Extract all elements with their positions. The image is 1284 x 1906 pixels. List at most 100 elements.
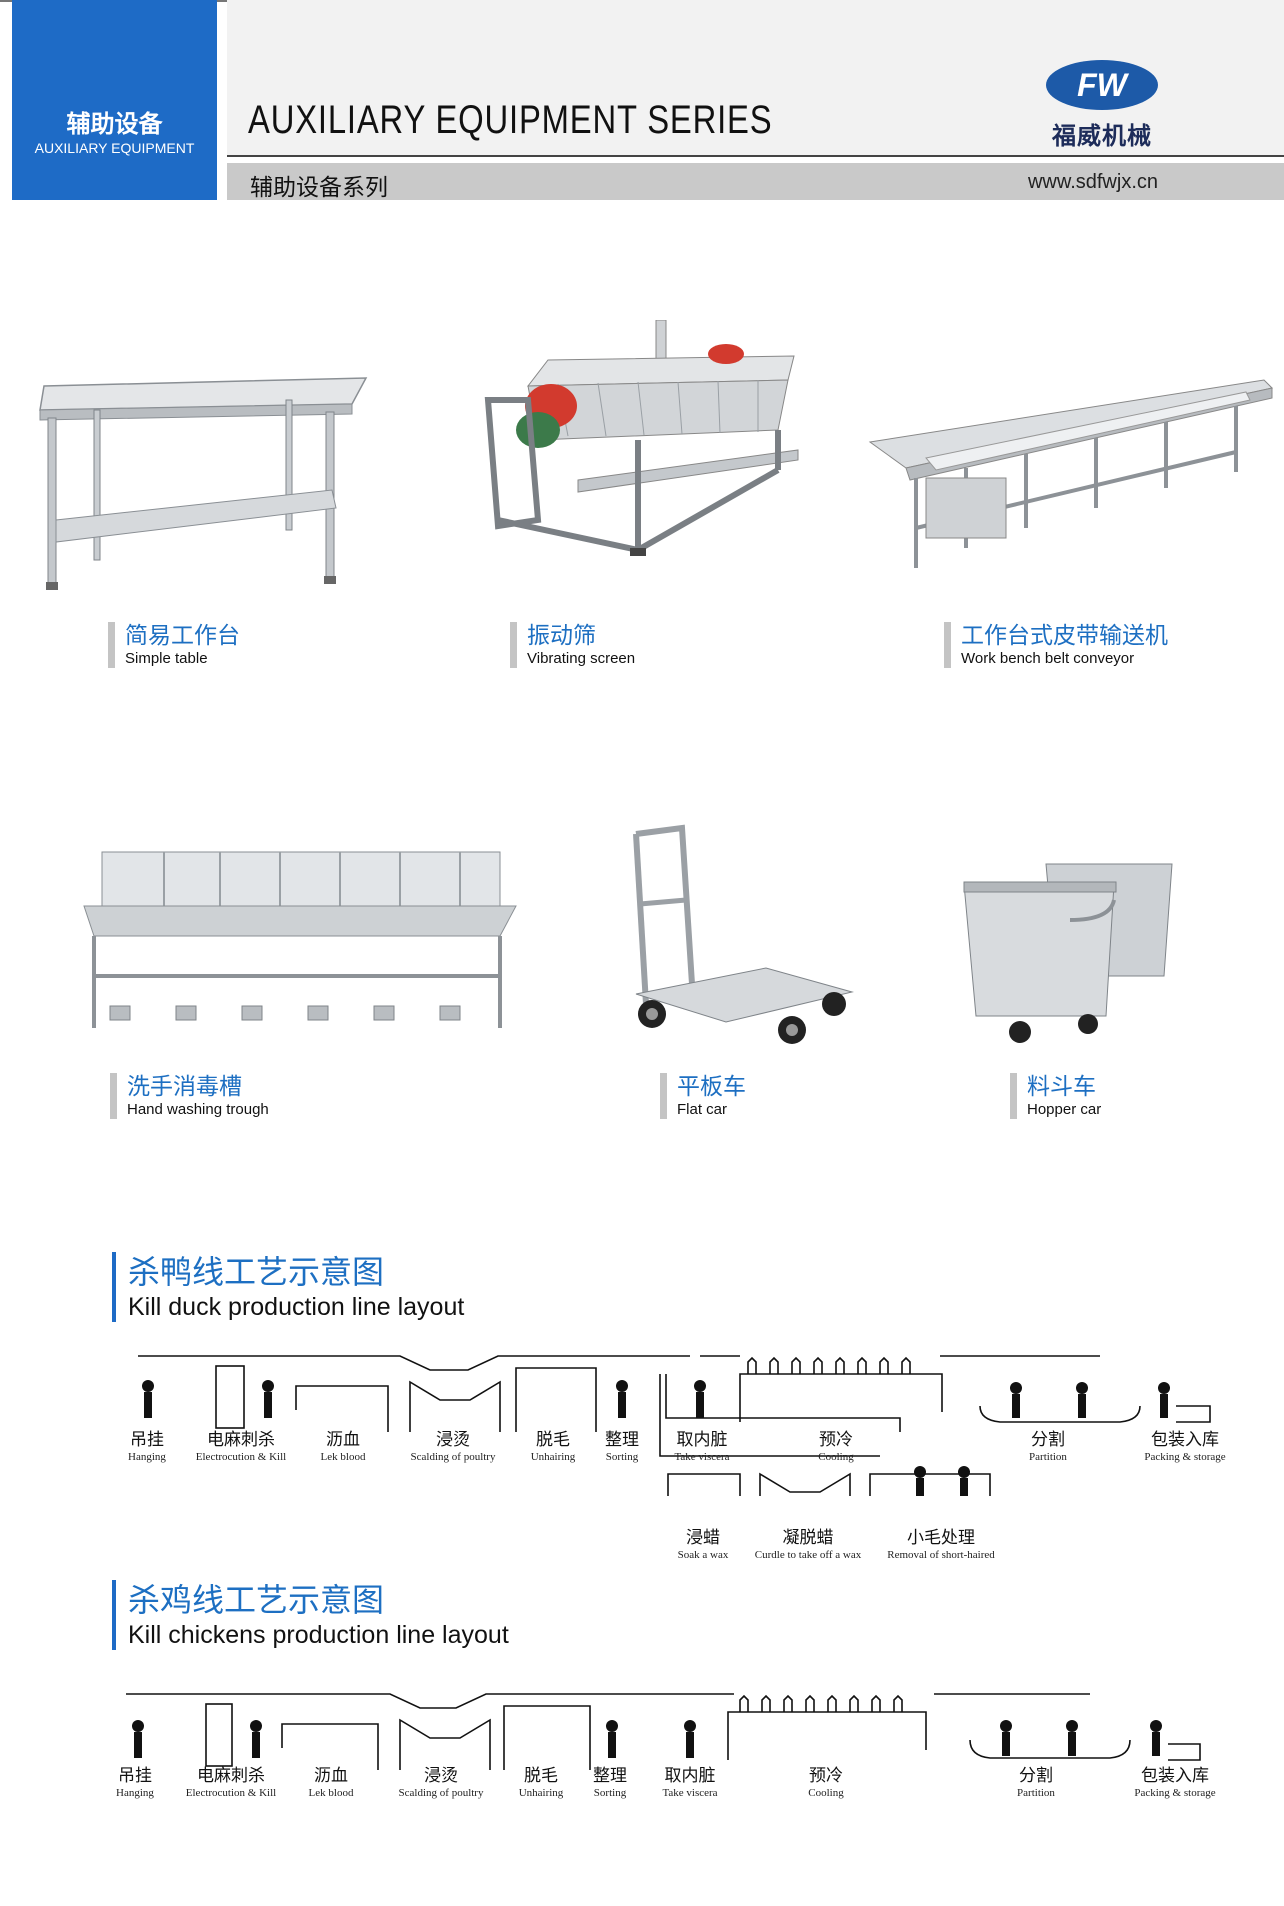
section-title-en: Kill duck production line layout — [128, 1293, 465, 1321]
belt-conveyor-image — [866, 378, 1276, 578]
caption-en: Flat car — [677, 1101, 728, 1118]
duck-step-curdle-wax: 凝脱蜡 Curdle to take off a wax — [748, 1528, 868, 1562]
header-subbar — [227, 163, 1284, 200]
flat-car-image — [616, 824, 856, 1056]
step-en: Soak a wax — [677, 1549, 729, 1561]
step-cn: 脱毛 — [524, 1766, 558, 1786]
step-en: Electrocution & Kill — [185, 1787, 277, 1799]
step-cn: 吊挂 — [118, 1766, 152, 1786]
step-en: Cooling — [808, 1787, 844, 1799]
step-en: Removal of short-haired — [887, 1549, 995, 1561]
step-en: Scalding of poultry — [398, 1787, 484, 1799]
step-en: Sorting — [593, 1787, 627, 1799]
logo-name: 福威机械 — [1052, 122, 1152, 150]
step-cn: 包装入库 — [1141, 1766, 1209, 1786]
duck-step-electrocution: 电麻刺杀 Electrocution & Kill — [186, 1430, 296, 1464]
step-en: Curdle to take off a wax — [754, 1549, 862, 1561]
step-en: Take viscera — [674, 1451, 730, 1463]
caption-hand-washing-trough: 洗手消毒槽 Hand washing trough — [110, 1073, 269, 1119]
chicken-line-diagram: 吊挂 Hanging 电麻刺杀 Electrocution & Kill 沥血 … — [0, 1684, 1284, 1814]
header-rule — [227, 155, 1284, 157]
step-cn: 凝脱蜡 — [782, 1528, 834, 1548]
duck-step-packing: 包装入库 Packing & storage — [1130, 1430, 1240, 1464]
page-title: AUXILIARY EQUIPMENT SERIES — [248, 98, 773, 142]
logo-mark: FW — [1077, 67, 1127, 103]
badge-cn: 辅助设备 — [66, 110, 163, 138]
duck-step-sorting: 整理 Sorting — [590, 1430, 654, 1464]
section-title-cn: 杀鸡线工艺示意图 — [128, 1581, 385, 1619]
duck-step-soak-wax: 浸蜡 Soak a wax — [666, 1528, 740, 1562]
logo-oval — [1046, 60, 1158, 110]
step-en: Packing & storage — [1134, 1787, 1216, 1799]
duck-step-unhairing: 脱毛 Unhairing — [520, 1430, 586, 1464]
caption-cn: 洗手消毒槽 — [127, 1074, 242, 1100]
step-en: Unhairing — [518, 1787, 564, 1799]
step-en: Scalding of poultry — [410, 1451, 496, 1463]
caption-vibrating-screen: 振动筛 Vibrating screen — [510, 622, 635, 668]
chicken-section-heading: 杀鸡线工艺示意图 Kill chickens production line l… — [112, 1580, 509, 1650]
step-en: Lek blood — [308, 1787, 354, 1799]
chicken-step-cooling: 预冷 Cooling — [790, 1766, 862, 1800]
caption-simple-table: 简易工作台 Simple table — [108, 622, 240, 668]
caption-cn: 简易工作台 — [125, 623, 240, 649]
badge-en: AUXILIARY EQUIPMENT — [34, 140, 195, 156]
step-cn: 电麻刺杀 — [207, 1430, 275, 1450]
caption-en: Vibrating screen — [527, 650, 636, 667]
caption-belt-conveyor: 工作台式皮带输送机 Work bench belt conveyor — [944, 622, 1168, 668]
chicken-step-packing: 包装入库 Packing & storage — [1120, 1766, 1230, 1800]
duck-line-diagram: 吊挂 Hanging 电麻刺杀 Electrocution & Kill 沥血 … — [0, 1346, 1284, 1566]
duck-step-cooling: 预冷 Cooling — [800, 1430, 872, 1464]
step-cn: 分割 — [1031, 1430, 1065, 1450]
step-en: Hanging — [116, 1787, 154, 1799]
duck-step-hanging: 吊挂 Hanging — [112, 1430, 182, 1464]
step-cn: 包装入库 — [1151, 1430, 1219, 1450]
caption-hopper-car: 料斗车 Hopper car — [1010, 1073, 1101, 1119]
step-cn: 吊挂 — [130, 1430, 164, 1450]
step-cn: 整理 — [593, 1766, 627, 1786]
duck-step-partition: 分割 Partition — [1012, 1430, 1084, 1464]
chicken-step-electrocution: 电麻刺杀 Electrocution & Kill — [176, 1766, 286, 1800]
step-cn: 浸蜡 — [686, 1528, 720, 1548]
chicken-step-sorting: 整理 Sorting — [578, 1766, 642, 1800]
step-cn: 分割 — [1019, 1766, 1053, 1786]
hand-washing-trough-image — [80, 846, 520, 1036]
step-cn: 沥血 — [314, 1766, 348, 1786]
step-en: Unhairing — [530, 1451, 576, 1463]
page-subtitle: 辅助设备系列 — [250, 175, 388, 201]
step-cn: 脱毛 — [536, 1430, 570, 1450]
section-title-en: Kill chickens production line layout — [128, 1621, 509, 1649]
caption-en: Hand washing trough — [127, 1101, 269, 1118]
caption-en: Hopper car — [1027, 1101, 1102, 1118]
section-title-cn: 杀鸭线工艺示意图 — [128, 1253, 385, 1291]
step-cn: 电麻刺杀 — [197, 1766, 265, 1786]
chicken-step-lek-blood: 沥血 Lek blood — [294, 1766, 368, 1800]
category-badge: 辅助设备 AUXILIARY EQUIPMENT — [12, 0, 217, 200]
caption-flat-car: 平板车 Flat car — [660, 1073, 746, 1119]
duck-section-heading: 杀鸭线工艺示意图 Kill duck production line layou… — [112, 1252, 464, 1322]
chicken-step-scalding: 浸烫 Scalding of poultry — [384, 1766, 498, 1800]
step-cn: 预冷 — [809, 1766, 843, 1786]
duck-step-lek-blood: 沥血 Lek blood — [306, 1430, 380, 1464]
caption-cn: 振动筛 — [527, 623, 596, 649]
step-en: Partition — [1017, 1787, 1055, 1799]
step-en: Sorting — [605, 1451, 639, 1463]
chicken-step-take-viscera: 取内脏 Take viscera — [654, 1766, 726, 1800]
company-logo: FW 福威机械 — [1040, 60, 1164, 150]
step-en: Cooling — [818, 1451, 854, 1463]
chicken-step-partition: 分割 Partition — [1000, 1766, 1072, 1800]
website-url[interactable]: www.sdfwjx.cn — [1027, 171, 1158, 193]
chicken-step-hanging: 吊挂 Hanging — [100, 1766, 170, 1800]
vibrating-screen-image — [458, 320, 808, 570]
step-en: Take viscera — [662, 1787, 718, 1799]
simple-table-image — [36, 370, 376, 600]
chicken-step-unhairing: 脱毛 Unhairing — [508, 1766, 574, 1800]
hopper-car-image — [960, 860, 1180, 1046]
step-cn: 取内脏 — [676, 1430, 728, 1450]
duck-step-short-hair: 小毛处理 Removal of short-haired — [876, 1528, 1006, 1562]
step-cn: 取内脏 — [664, 1766, 716, 1786]
step-en: Lek blood — [320, 1451, 366, 1463]
step-cn: 小毛处理 — [907, 1528, 975, 1548]
step-en: Electrocution & Kill — [195, 1451, 287, 1463]
caption-cn: 平板车 — [677, 1074, 746, 1100]
caption-cn: 料斗车 — [1027, 1074, 1096, 1100]
